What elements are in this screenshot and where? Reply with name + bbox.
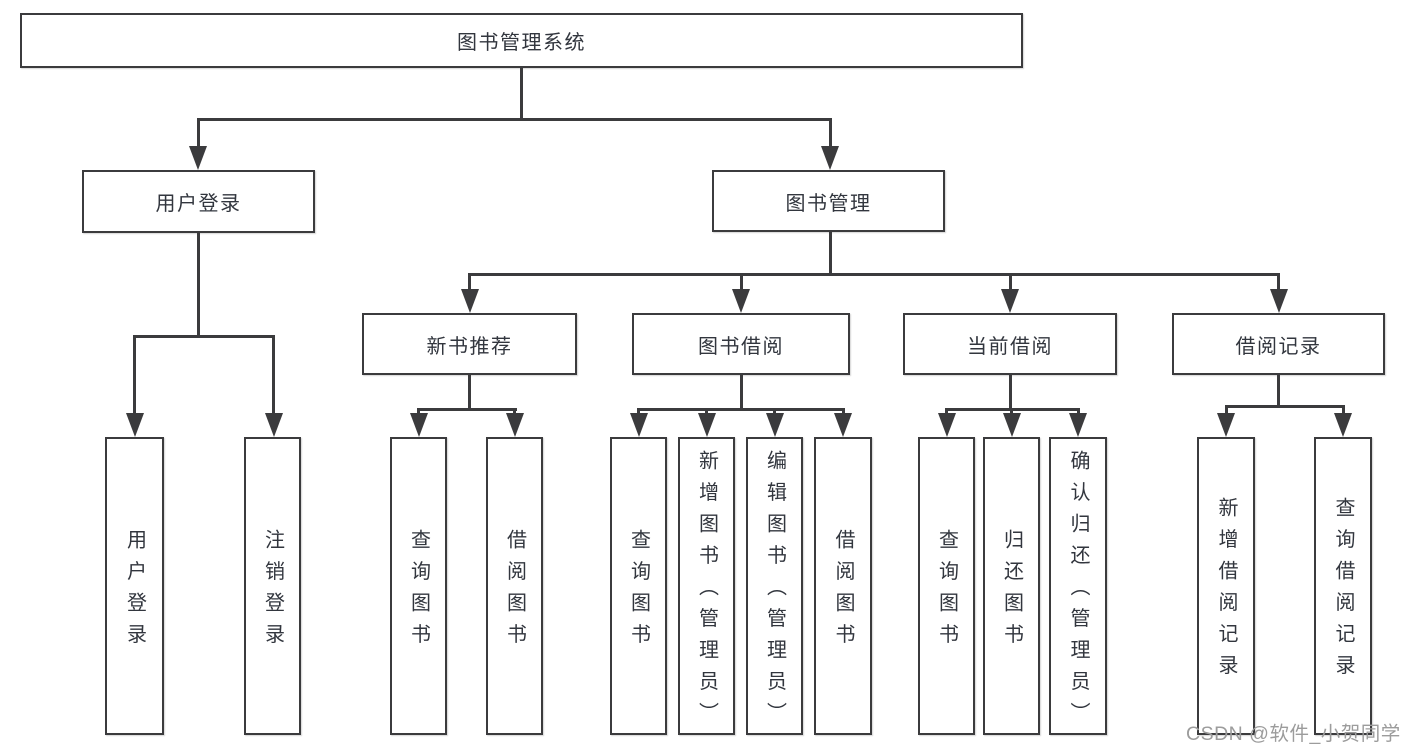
- leaf-label: 查询图书: [627, 528, 650, 655]
- connector-line: [133, 335, 136, 415]
- node-book-borrowing: 图书借阅: [632, 313, 850, 375]
- leaf-add-borrow-record: 新增借阅记录: [1197, 437, 1255, 735]
- leaf-label: 编辑图书（管理员）: [763, 450, 786, 734]
- arrowhead-icon: [821, 146, 839, 170]
- arrowhead-icon: [409, 413, 428, 437]
- arrowhead-icon: [629, 413, 648, 437]
- node-borrowing-records: 借阅记录: [1172, 313, 1385, 375]
- connector-line: [773, 408, 776, 416]
- leaf-label: 查询图书: [407, 528, 430, 655]
- csdn-watermark: CSDN @软件_小贺同学: [1186, 723, 1401, 745]
- leaf-label: 查询图书: [935, 528, 958, 655]
- arrowhead-icon: [1002, 413, 1021, 437]
- connector-line: [637, 408, 844, 411]
- arrowhead-icon: [1217, 413, 1235, 437]
- connector-line: [828, 232, 832, 273]
- leaf-user-login: 用户登录: [105, 437, 164, 735]
- node-user-login: 用户登录: [82, 170, 315, 233]
- connector-line: [519, 68, 523, 120]
- connector-line: [468, 273, 1280, 276]
- connector-line: [196, 233, 200, 335]
- connector-line: [637, 408, 640, 416]
- connector-line: [739, 375, 743, 408]
- leaf-return-books: 归还图书: [983, 437, 1040, 735]
- leaf-label: 借阅图书: [503, 528, 526, 655]
- arrowhead-icon: [1001, 289, 1019, 313]
- leaf-edit-books-admin: 编辑图书（管理员）: [746, 437, 803, 735]
- arrowhead-icon: [937, 413, 956, 437]
- node-current-borrowing: 当前借阅: [903, 313, 1117, 375]
- connector-line: [272, 335, 275, 415]
- leaf-add-books-admin: 新增图书（管理员）: [678, 437, 735, 735]
- connector-line: [841, 408, 845, 416]
- leaf-label: 用户登录: [123, 528, 146, 655]
- connector-line: [417, 408, 420, 416]
- connector-line: [1008, 375, 1012, 408]
- connector-line: [1277, 273, 1280, 293]
- arrowhead-icon: [732, 289, 750, 313]
- connector-line: [1008, 273, 1012, 293]
- arrowhead-icon: [125, 413, 144, 437]
- connector-line: [1341, 405, 1345, 416]
- leaf-borrow-books: 借阅图书: [814, 437, 872, 735]
- leaf-label: 新增借阅记录: [1215, 497, 1237, 687]
- connector-line: [468, 375, 471, 408]
- connector-line: [196, 118, 832, 121]
- connector-line: [945, 408, 948, 416]
- leaf-logout: 注销登录: [244, 437, 301, 735]
- arrowhead-icon: [189, 146, 207, 170]
- arrowhead-icon: [1069, 413, 1087, 437]
- connector-line: [1224, 405, 1228, 416]
- connector-line: [1076, 408, 1080, 416]
- connector-line: [513, 408, 516, 416]
- arrowhead-icon: [697, 413, 716, 437]
- connector-line: [196, 118, 200, 150]
- node-book-management: 图书管理: [712, 170, 945, 232]
- arrowhead-icon: [1269, 289, 1288, 313]
- node-root-library-system: 图书管理系统: [20, 13, 1023, 68]
- leaf-label: 归还图书: [1000, 528, 1023, 655]
- leaf-label: 新增图书（管理员）: [695, 450, 718, 734]
- leaf-label: 借阅图书: [832, 528, 854, 655]
- connector-line: [1277, 375, 1280, 405]
- connector-line: [705, 408, 708, 416]
- arrowhead-icon: [264, 413, 283, 437]
- leaf-query-books-borrow: 查询图书: [610, 437, 667, 735]
- connector-line: [828, 118, 832, 150]
- leaf-label: 确认归还（管理员）: [1067, 450, 1089, 734]
- leaf-label: 查询借阅记录: [1332, 497, 1354, 687]
- connector-line: [1010, 408, 1013, 416]
- leaf-label: 注销登录: [261, 528, 284, 655]
- leaf-query-borrow-record: 查询借阅记录: [1314, 437, 1372, 735]
- leaf-query-books-current: 查询图书: [918, 437, 975, 735]
- connector-line: [739, 273, 743, 293]
- connector-line: [133, 335, 275, 338]
- arrowhead-icon: [505, 413, 524, 437]
- leaf-borrow-books-recommend: 借阅图书: [486, 437, 543, 735]
- arrowhead-icon: [834, 413, 852, 437]
- arrowhead-icon: [765, 413, 784, 437]
- connector-line: [1225, 405, 1344, 408]
- connector-line: [417, 408, 517, 411]
- arrowhead-icon: [1334, 413, 1352, 437]
- connector-line: [468, 273, 471, 293]
- node-new-book-recommend: 新书推荐: [362, 313, 577, 375]
- leaf-query-books-recommend: 查询图书: [390, 437, 447, 735]
- arrowhead-icon: [460, 289, 479, 313]
- leaf-confirm-return-admin: 确认归还（管理员）: [1049, 437, 1107, 735]
